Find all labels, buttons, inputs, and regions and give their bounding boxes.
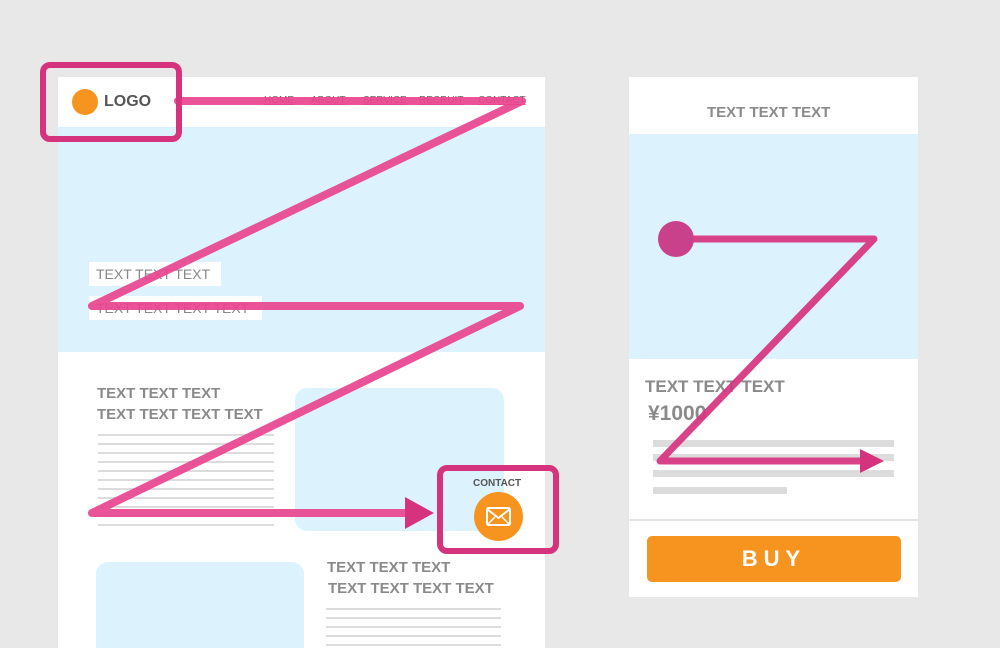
section2-heading-2: TEXT TEXT TEXT TEXT <box>328 580 494 597</box>
mail-icon <box>486 507 511 526</box>
text-placeholder-line <box>326 635 501 637</box>
description-line <box>653 470 894 477</box>
text-placeholder-line <box>326 626 501 628</box>
section2-heading-1: TEXT TEXT TEXT <box>327 559 451 576</box>
section1-heading-2: TEXT TEXT TEXT TEXT <box>97 406 263 423</box>
text-placeholder-line <box>98 506 274 508</box>
text-placeholder-line <box>98 488 274 490</box>
text-placeholder-line <box>98 434 274 436</box>
logo-highlight-frame <box>40 62 182 142</box>
arrowhead-icon <box>405 497 434 529</box>
contact-mail-button[interactable] <box>474 492 523 541</box>
mobile-path-segment <box>656 235 878 465</box>
start-dot-icon <box>658 221 694 257</box>
text-placeholder-line <box>98 524 274 526</box>
description-line <box>653 487 787 494</box>
text-placeholder-line <box>326 644 501 646</box>
logo-dot-icon <box>72 89 98 115</box>
mobile-header-text: TEXT TEXT TEXT <box>707 104 831 121</box>
mobile-product-title: TEXT TEXT TEXT <box>645 377 785 396</box>
text-placeholder-line <box>98 461 274 463</box>
arrowhead-icon <box>860 449 884 473</box>
desktop-path-segment <box>88 97 526 517</box>
text-placeholder-line <box>98 452 274 454</box>
section1-image-placeholder <box>295 388 504 531</box>
section2-image-placeholder <box>96 562 304 648</box>
desktop-z-path <box>88 97 526 517</box>
text-placeholder-line <box>98 497 274 499</box>
text-placeholder-line <box>326 617 501 619</box>
contact-badge-label: CONTACT <box>473 478 522 489</box>
contact-highlight-frame <box>437 465 559 554</box>
description-line <box>653 440 894 447</box>
buy-button[interactable]: BUY <box>647 536 901 582</box>
text-placeholder-line <box>98 479 274 481</box>
text-placeholder-line <box>326 608 501 610</box>
text-placeholder-line <box>98 443 274 445</box>
mobile-divider <box>629 519 918 521</box>
logo-text[interactable]: LOGO <box>104 93 152 110</box>
mobile-z-path <box>656 235 878 465</box>
mobile-price: ¥1000 <box>648 402 707 425</box>
section1-heading-1: TEXT TEXT TEXT <box>97 385 221 402</box>
